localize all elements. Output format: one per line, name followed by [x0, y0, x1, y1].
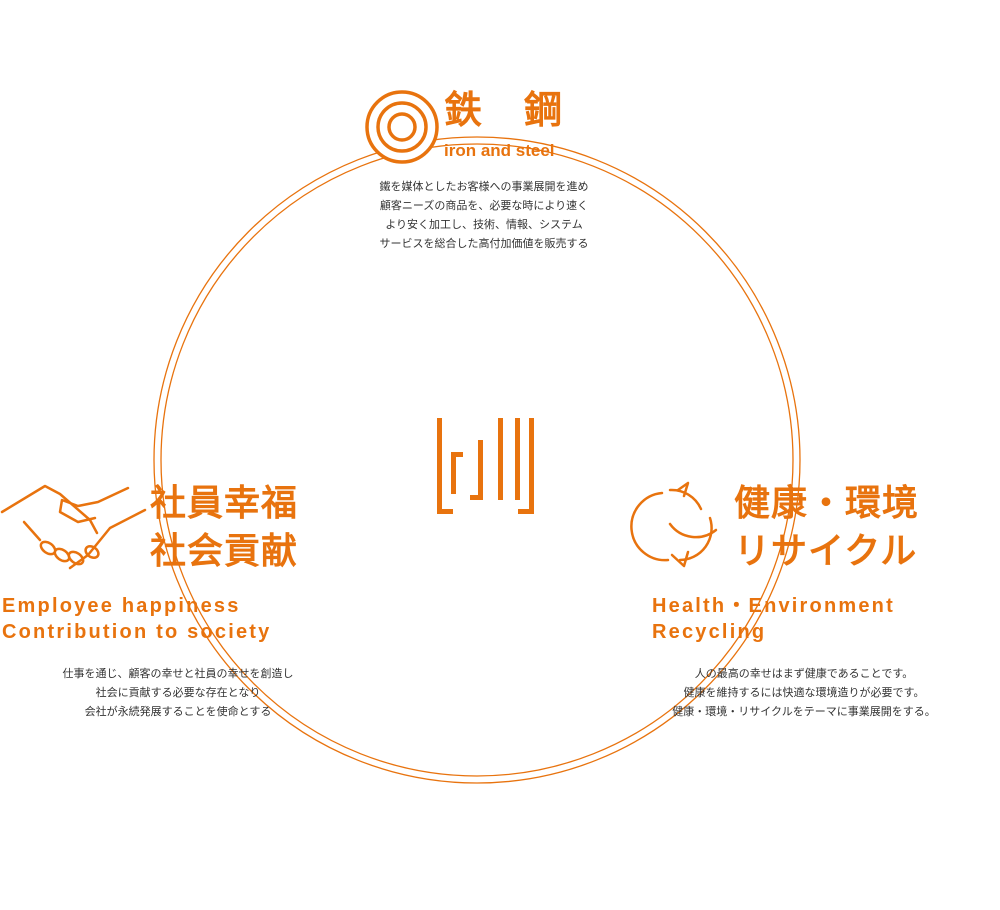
- social-desc-line: 会社が永続発展することを使命とする: [84, 705, 272, 718]
- social-subtitle-line: Contribution to society: [2, 621, 272, 643]
- health-desc-line: 健康を維持するには快適な環境造りが必要です。: [683, 686, 925, 699]
- social-title-line: 社員幸福: [150, 483, 299, 524]
- health-desc-line: 人の最高の幸せはまず健康であることです。: [694, 667, 914, 680]
- target-rings-icon: [365, 90, 439, 164]
- iron-desc-line: サービスを総合した高付加価値を販売する: [379, 237, 589, 250]
- iron-subtitle: iron and steel: [444, 141, 555, 160]
- health-title-line: リサイクル: [734, 531, 918, 572]
- health-subtitle-line: Health・Environment: [652, 595, 895, 617]
- iron-description: 鐵を媒体としたお客様への事業展開を進め 顧客ニーズの商品を、必要な時により速く …: [334, 177, 634, 253]
- health-title: 健康・環境 リサイクル: [734, 480, 919, 576]
- social-description: 仕事を通じ、顧客の幸せと社員の幸せを創造し 社会に貢献する必要な存在となり 会社…: [28, 664, 328, 721]
- social-desc-line: 社会に貢献する必要な存在となり: [95, 686, 261, 699]
- recycle-arrows-icon: [630, 481, 718, 568]
- health-title-line: 健康・環境: [734, 483, 920, 524]
- health-description: 人の最高の幸せはまず健康であることです。 健康を維持するには快適な環境造りが必要…: [654, 664, 954, 721]
- handshake-icon: [0, 484, 147, 570]
- social-title: 社員幸福 社会貢献: [150, 480, 298, 576]
- social-subtitle: Employee happiness Contribution to socie…: [2, 593, 271, 645]
- iron-desc-line: 顧客ニーズの商品を、必要な時により速く: [379, 199, 589, 212]
- social-title-line: 社会貢献: [150, 531, 299, 572]
- health-subtitle-line: Recycling: [652, 621, 767, 643]
- iron-desc-line: より安く加工し、技術、情報、システム: [385, 218, 583, 231]
- social-subtitle-line: Employee happiness: [2, 595, 241, 617]
- iron-desc-line: 鐵を媒体としたお客様への事業展開を進め: [379, 180, 589, 193]
- health-desc-line: 健康・環境・リサイクルをテーマに事業展開をする。: [672, 705, 936, 718]
- inner-ring: [160, 143, 794, 777]
- social-desc-line: 仕事を通じ、顧客の幸せと社員の幸せを創造し: [62, 667, 294, 680]
- health-subtitle: Health・Environment Recycling: [652, 593, 895, 645]
- company-logo-icon: [437, 418, 534, 514]
- iron-title: 鉄 鋼: [444, 88, 565, 132]
- outer-ring: [153, 136, 801, 784]
